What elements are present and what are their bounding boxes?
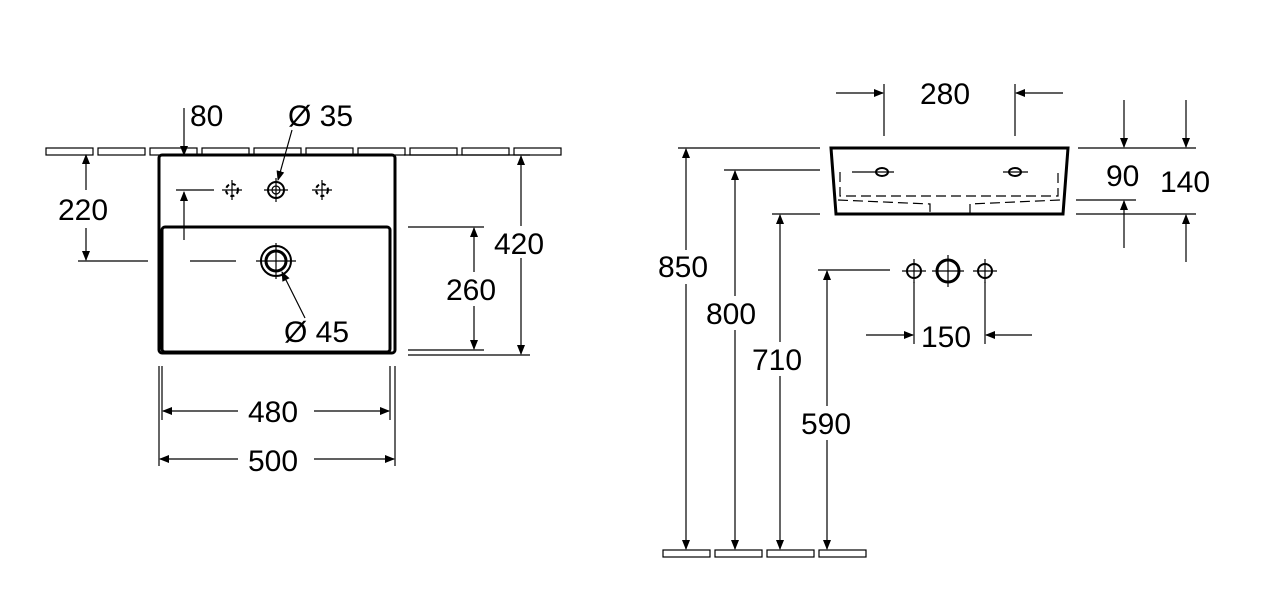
basin-bowl	[160, 225, 392, 354]
dim-depth-90: 90	[1106, 160, 1139, 193]
tap-holes	[176, 178, 332, 202]
front-tap-holes	[902, 255, 997, 287]
side-view: 280 90 140 850 800	[658, 78, 1210, 558]
dim-tap-hole-35: Ø 35	[288, 100, 353, 133]
basin-outline	[157, 153, 397, 355]
wall-tiles	[45, 147, 562, 156]
dim-height-800: 800	[706, 298, 756, 331]
dim-height-710: 710	[752, 344, 802, 377]
basin-profile	[829, 146, 1070, 216]
dim-outer-500: 500	[248, 445, 298, 478]
dim-height-850: 850	[658, 251, 708, 284]
dim-height-220: 220	[58, 194, 108, 227]
drain	[190, 243, 296, 279]
side-tap-marks	[852, 167, 1028, 177]
dim-spacing-150: 150	[921, 321, 971, 354]
top-view: 80 Ø 35 220 260 420 Ø 45 480	[45, 100, 562, 478]
dim-drain-45: Ø 45	[284, 316, 349, 349]
dim-height-420: 420	[494, 228, 544, 261]
dim-bowl-260: 260	[446, 274, 496, 307]
dim-depth-140: 140	[1160, 166, 1210, 199]
dim-height-590: 590	[801, 408, 851, 441]
floor-tiles	[662, 549, 867, 558]
dim-inner-480: 480	[248, 396, 298, 429]
dim-width-280: 280	[920, 78, 970, 111]
dim-offset-80: 80	[190, 100, 223, 133]
